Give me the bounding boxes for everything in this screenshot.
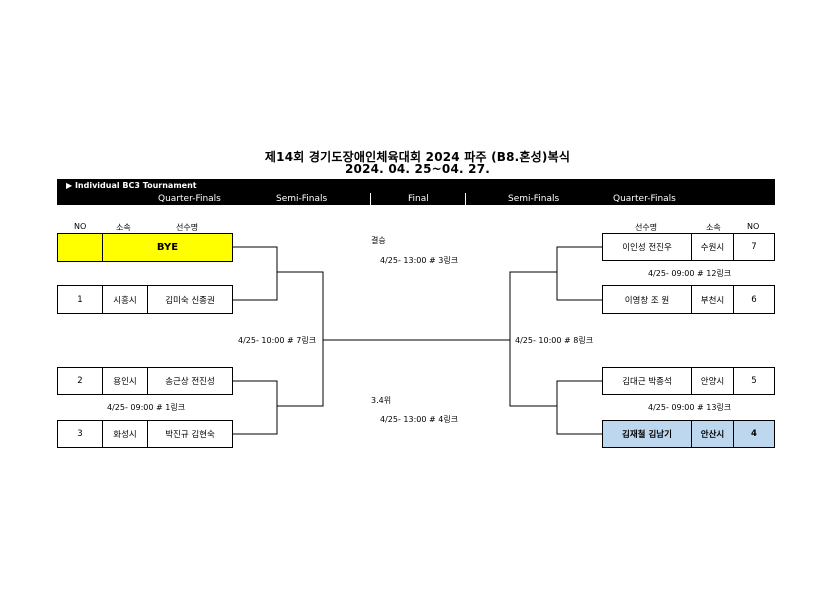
entry-no: 5 <box>733 367 775 395</box>
final-label: 결승 <box>371 236 386 245</box>
third-place-label: 3.4위 <box>371 396 392 405</box>
right-players-header: 선수명 <box>635 223 658 232</box>
entry-players: 송근상 전진성 <box>147 367 233 395</box>
entry-no: 4 <box>733 420 775 448</box>
left-qf1-to-sf <box>277 271 324 340</box>
left-quarter-finals-header: Quarter-Finals <box>158 194 221 204</box>
right-qf1-to-sf <box>509 271 557 340</box>
entry-players: 박진규 김현숙 <box>147 420 233 448</box>
right-semi-finals-header: Semi-Finals <box>508 194 560 204</box>
left-qf1-connector <box>233 246 278 301</box>
left-semi-finals-header: Semi-Finals <box>276 194 328 204</box>
left-qf2-to-sf <box>277 340 324 407</box>
right-team-header: 소속 <box>706 223 721 232</box>
right-qf1-match-time: 4/25- 09:00 # 12링크 <box>648 269 732 278</box>
page-title: 제14회 경기도장애인체육대회 2024 파주 (B8.혼성)복식 <box>264 150 571 164</box>
left-qf2-match-time: 4/25- 09:00 # 1링크 <box>107 403 186 412</box>
entry-no <box>57 233 103 262</box>
right-qf2-connector <box>556 380 602 435</box>
right-sf-match-time: 4/25- 10:00 # 8링크 <box>515 336 594 345</box>
right-no-header: NO <box>747 222 760 231</box>
entry-no: 7 <box>733 233 775 261</box>
date-range: 2024. 04. 25~04. 27. <box>344 162 491 176</box>
left-players-header: 선수명 <box>176 223 199 232</box>
third-place-match-time: 4/25- 13:00 # 4링크 <box>380 415 459 424</box>
right-qf1-connector <box>556 246 602 301</box>
entry-players: 김미숙 신종권 <box>147 285 233 314</box>
entry-players: 김재철 김남기 <box>602 420 692 448</box>
left-no-header: NO <box>74 222 87 231</box>
tournament-label: ▶ Individual BC3 Tournament <box>66 181 197 190</box>
final-match-time: 4/25- 13:00 # 3링크 <box>380 256 459 265</box>
left-sf-match-time: 4/25- 10:00 # 7링크 <box>238 336 317 345</box>
left-team-header: 소속 <box>116 223 131 232</box>
entry-players: BYE <box>102 233 233 262</box>
right-qf2-match-time: 4/25- 09:00 # 13링크 <box>648 403 732 412</box>
final-header: Final <box>408 194 429 204</box>
entry-no: 6 <box>733 285 775 314</box>
final-header-box <box>370 193 466 205</box>
header-bar <box>57 179 775 205</box>
right-qf2-to-sf <box>509 340 557 407</box>
right-quarter-finals-header: Quarter-Finals <box>613 194 676 204</box>
left-qf2-connector <box>233 380 278 435</box>
